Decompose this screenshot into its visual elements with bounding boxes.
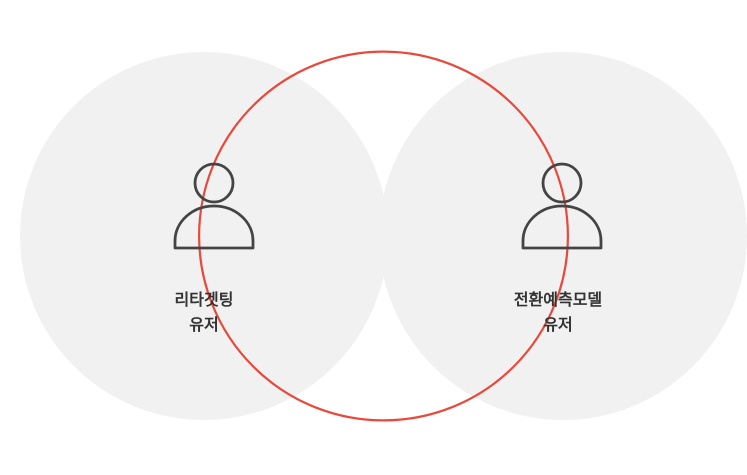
group-label-line: 유저 [189, 315, 219, 334]
group-label-retargeting: 리타겟팅 유저 [104, 287, 304, 337]
venn-outline [198, 50, 569, 422]
venn-union-fill [20, 52, 747, 420]
user-icon [521, 162, 603, 250]
group-label-conversion-model: 전환예측모델 유저 [458, 287, 658, 337]
group-label-line: 유저 [543, 315, 573, 334]
group-label-line: 리타겟팅 [174, 290, 234, 309]
group-label-line: 전환예측모델 [513, 290, 603, 309]
user-icon [173, 162, 255, 250]
